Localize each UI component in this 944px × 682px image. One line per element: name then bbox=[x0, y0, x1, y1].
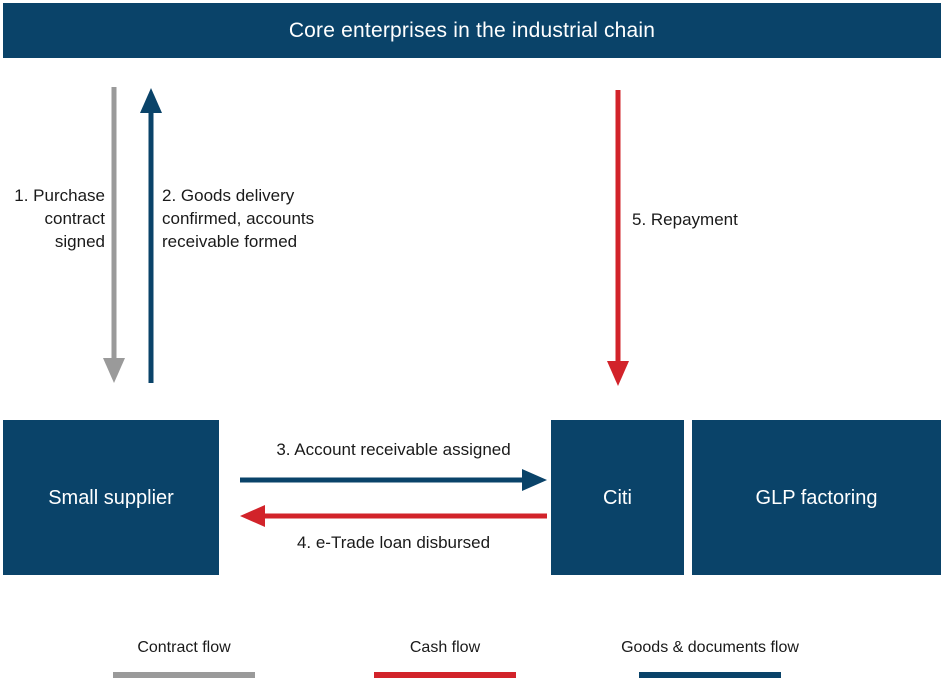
arrow-contract-down bbox=[103, 87, 125, 383]
entity-label-small-supplier: Small supplier bbox=[48, 486, 174, 509]
header-title: Core enterprises in the industrial chain bbox=[288, 19, 656, 42]
legend-item-cash-flow: Cash flow bbox=[355, 638, 535, 678]
entity-box-glp-factoring: GLP factoring bbox=[692, 420, 941, 575]
flow-label-step-4: 4. e-Trade loan disbursed bbox=[296, 533, 491, 552]
arrow-goods-up bbox=[140, 88, 162, 383]
legend-label-goods-documents-flow: Goods & documents flow bbox=[621, 639, 799, 656]
core-enterprises-header: Core enterprises in the industrial chain bbox=[3, 3, 941, 58]
arrow-repayment-down bbox=[607, 90, 629, 386]
legend-swatch-goods-documents-flow bbox=[639, 672, 781, 678]
arrow-receivable-right bbox=[240, 469, 547, 491]
legend-swatch-contract-flow bbox=[113, 672, 255, 678]
entity-label-glp-factoring: GLP factoring bbox=[755, 486, 878, 509]
entity-label-citi: Citi bbox=[603, 486, 632, 509]
arrow-loan-left bbox=[240, 505, 547, 527]
legend-label-contract-flow: Contract flow bbox=[137, 639, 231, 656]
flow-label-step-5: 5. Repayment bbox=[632, 210, 738, 229]
flow-label-step-3: 3. Account receivable assigned bbox=[276, 440, 511, 459]
legend-item-goods-documents-flow: Goods & documents flow bbox=[596, 638, 824, 678]
legend-item-contract-flow: Contract flow bbox=[94, 638, 274, 678]
entity-box-small-supplier: Small supplier bbox=[3, 420, 219, 575]
flow-label-step-1: 1. Purchase contract signed bbox=[14, 186, 105, 251]
flow-label-step-2: 2. Goods delivery confirmed, accounts re… bbox=[162, 186, 315, 251]
entity-box-citi: Citi bbox=[551, 420, 684, 575]
legend-swatch-cash-flow bbox=[374, 672, 516, 678]
legend-label-cash-flow: Cash flow bbox=[409, 639, 481, 656]
